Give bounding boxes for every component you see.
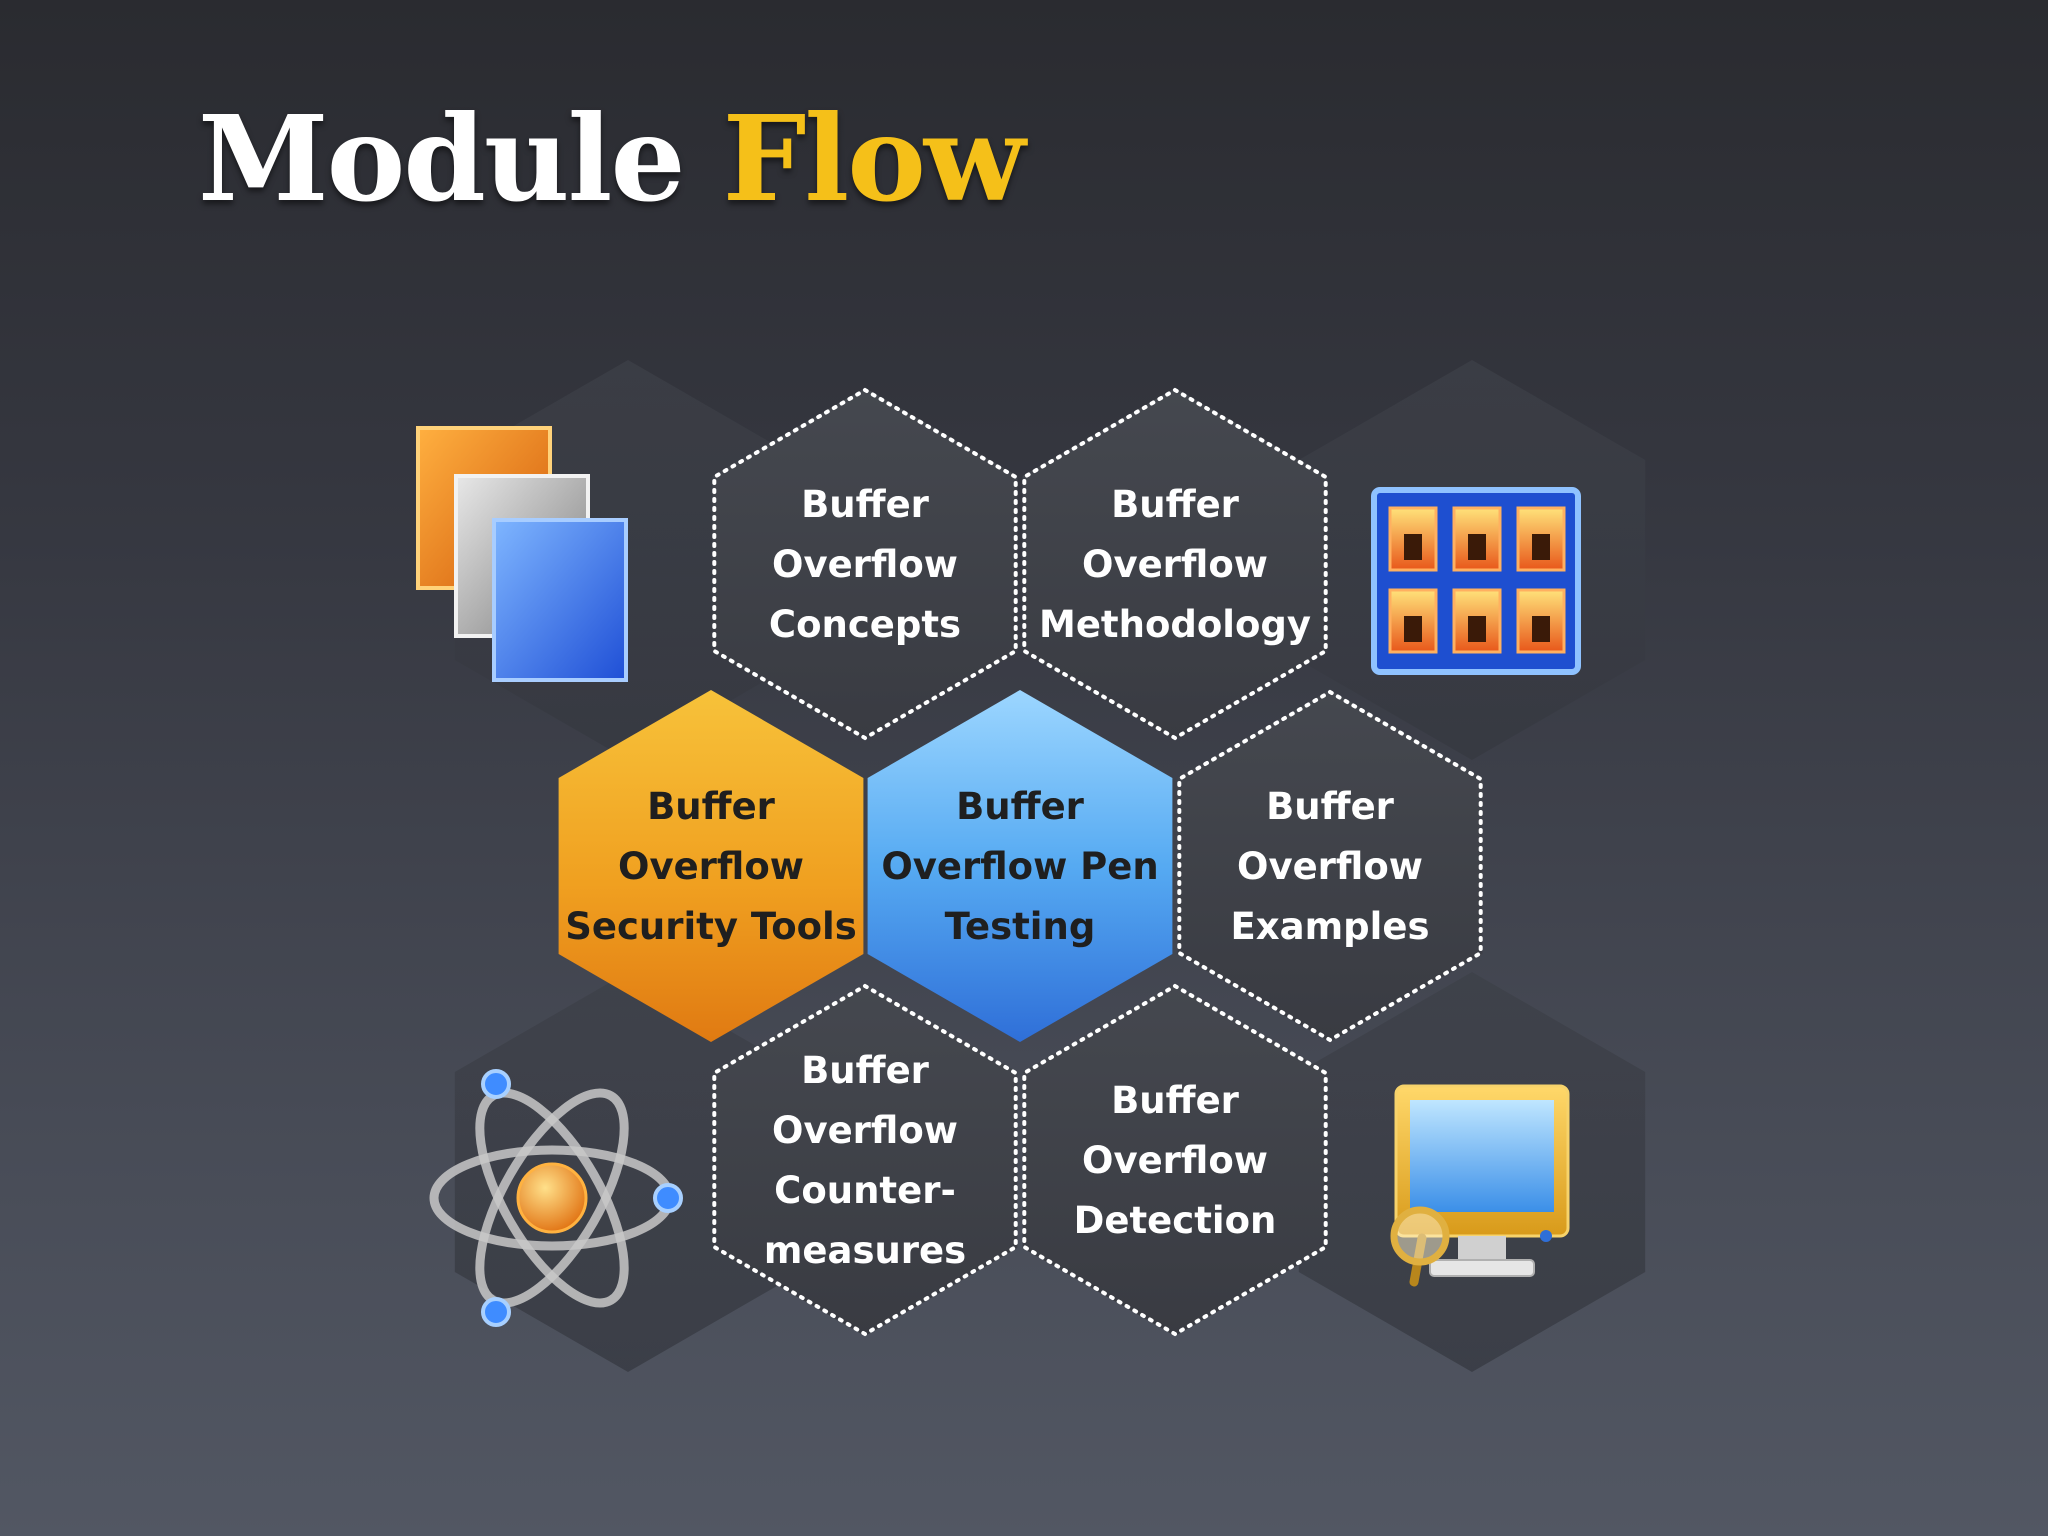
title-word-module: Module xyxy=(198,89,686,228)
module-label-line: Buffer xyxy=(1266,785,1395,828)
module-label-line: Concepts xyxy=(769,603,961,646)
module-label-line: Overflow xyxy=(1082,543,1268,586)
module-label-line: Security Tools xyxy=(565,905,857,948)
module-label-line: Overflow xyxy=(772,543,958,586)
title-word-flow: Flow xyxy=(722,89,1026,228)
documents-icon xyxy=(416,426,628,682)
module-label-line: Buffer xyxy=(1111,483,1240,526)
page-title: Module Flow xyxy=(198,100,1026,218)
hexagon-dotted-border xyxy=(1177,689,1483,1043)
hexagon-shape xyxy=(1022,388,1328,740)
module-label-line: Detection xyxy=(1074,1199,1277,1242)
grid-cell xyxy=(1388,506,1438,572)
module-label-line: Examples xyxy=(1231,905,1430,948)
grid-cell xyxy=(1452,588,1502,654)
atom-icon xyxy=(429,1069,683,1327)
module-label-line: Buffer xyxy=(801,1049,930,1092)
hexagon-shape xyxy=(867,690,1173,1042)
grid-window-icon xyxy=(1371,487,1581,675)
grid-cell xyxy=(1516,588,1566,654)
module-label-line: Overflow xyxy=(1082,1139,1268,1182)
hexagon-dotted-border xyxy=(712,387,1018,741)
grid-cell xyxy=(1388,588,1438,654)
hexagon-dotted-border xyxy=(1022,983,1328,1337)
module-label-line: Buffer xyxy=(801,483,930,526)
module-label-line: Counter- xyxy=(774,1169,956,1212)
module-label-line: Overflow xyxy=(1237,845,1423,888)
hexagon-shape xyxy=(712,388,1018,740)
hexagon-dotted-border xyxy=(712,983,1018,1337)
hexagon-shape xyxy=(712,984,1018,1336)
computer-magnifier-icon xyxy=(1390,1084,1570,1287)
module-label-line: Testing xyxy=(945,905,1096,948)
module-label-line: Buffer xyxy=(647,785,776,828)
grid-cell xyxy=(1452,506,1502,572)
grid-cell xyxy=(1516,506,1566,572)
module-label-line: Overflow xyxy=(618,845,804,888)
hexagon-shape xyxy=(558,690,864,1042)
hexagon-shape xyxy=(1022,984,1328,1336)
module-label-line: measures xyxy=(764,1229,966,1272)
module-label-line: Buffer xyxy=(1111,1079,1240,1122)
hexagon-shape xyxy=(1177,690,1483,1042)
module-label-line: Methodology xyxy=(1039,603,1311,646)
module-label-line: Overflow xyxy=(772,1109,958,1152)
hexagon-dotted-border xyxy=(1022,387,1328,741)
module-label-line: Buffer xyxy=(956,785,1085,828)
module-label-line: Overflow Pen xyxy=(881,845,1158,888)
module-hexagons: BufferOverflowConceptsBufferOverflowMeth… xyxy=(558,387,1483,1337)
